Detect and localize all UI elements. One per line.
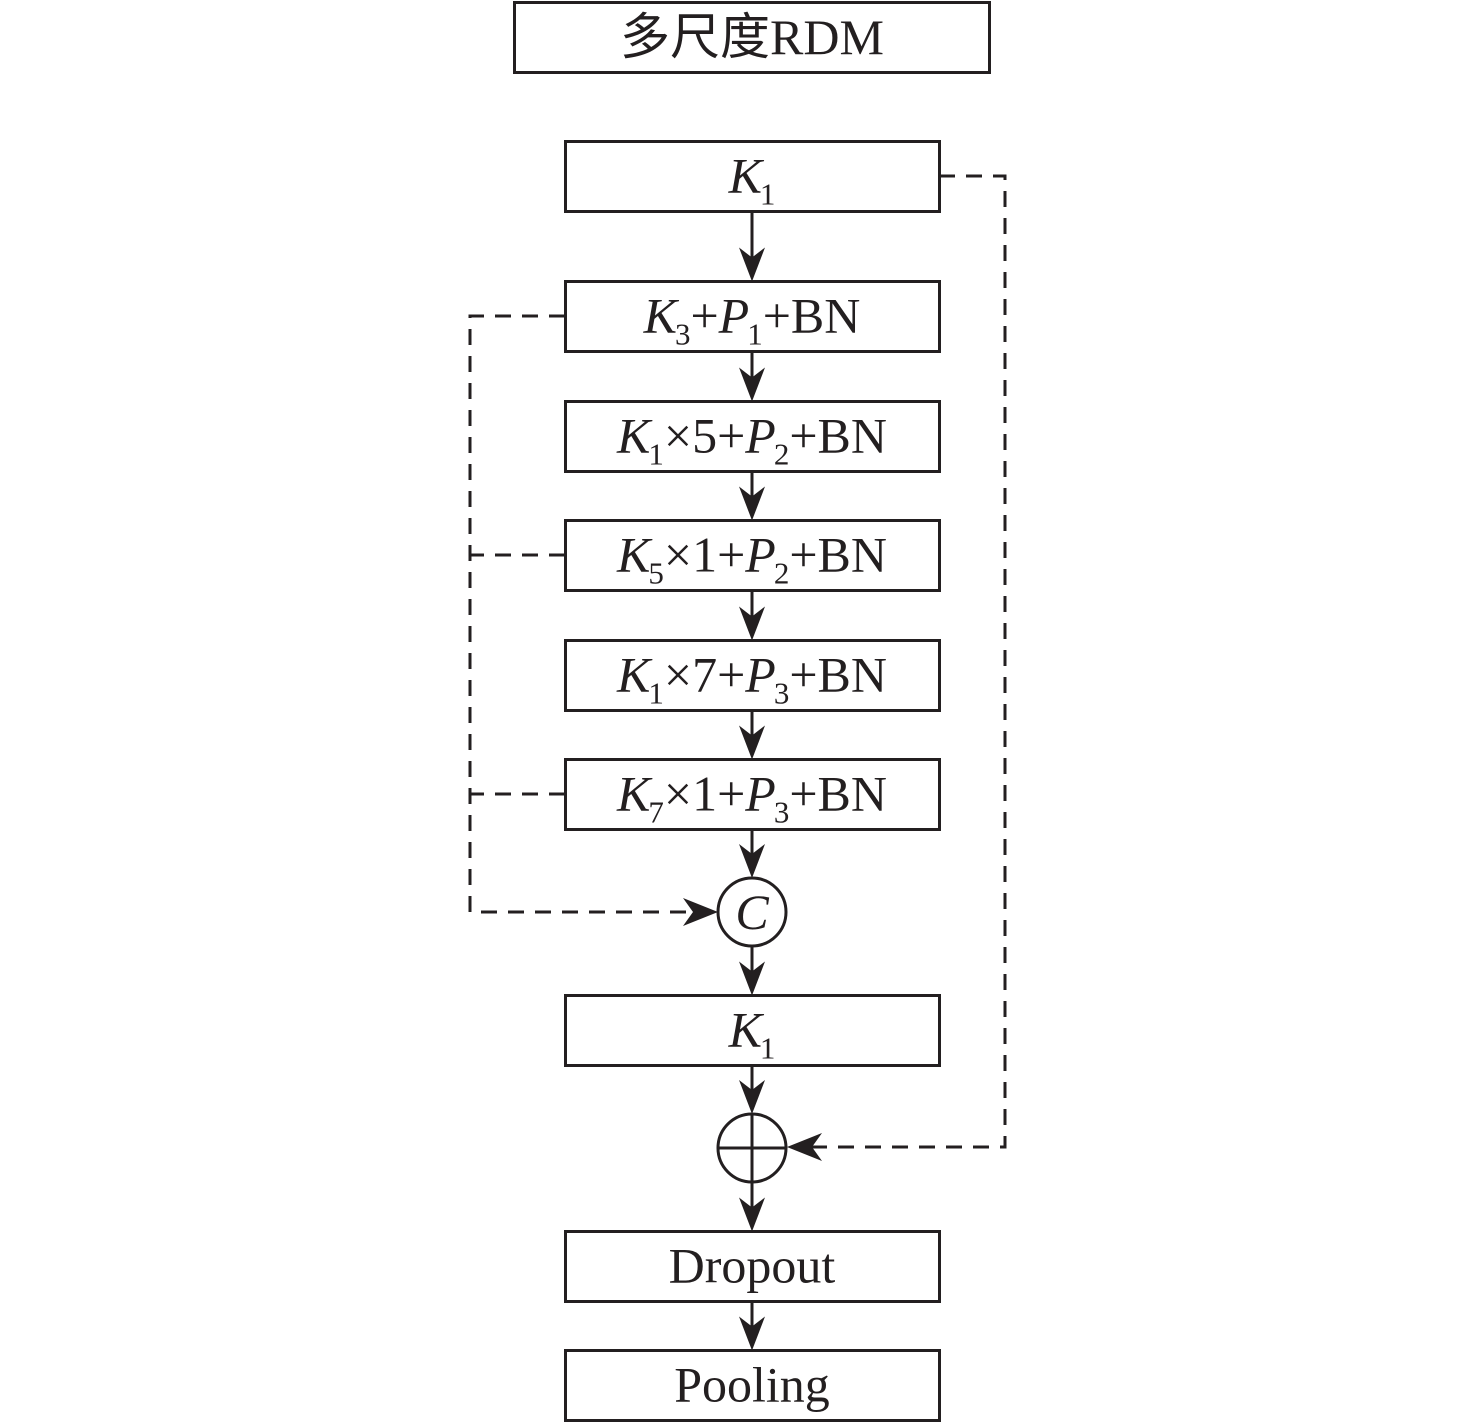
arrowhead bbox=[739, 1316, 765, 1351]
label-part: P bbox=[744, 527, 776, 583]
node-concat: C bbox=[716, 876, 788, 948]
label-part: K bbox=[616, 527, 653, 583]
arrowhead bbox=[739, 844, 765, 878]
diagram-title: 多尺度RDM bbox=[513, 1, 991, 74]
label-k1x7-p3-bn: K1×7+P3+BN bbox=[616, 647, 887, 711]
label-part: K bbox=[728, 148, 765, 204]
label-part: P bbox=[718, 288, 750, 344]
arrowhead bbox=[739, 367, 765, 402]
label-k1x5-p2-bn: K1×5+P2+BN bbox=[616, 408, 887, 472]
node-k1-bottom: K1 bbox=[564, 994, 941, 1067]
edge-k1x7-p3-bn-to-k7x1-p3-bn bbox=[739, 710, 765, 760]
label-part: 7 bbox=[648, 795, 664, 830]
label-part: + bbox=[690, 288, 718, 344]
concat-circle bbox=[716, 876, 788, 948]
label-part: K bbox=[728, 1002, 765, 1058]
title-box bbox=[513, 1, 991, 74]
edge-k1-bottom-to-add bbox=[739, 1065, 765, 1114]
box-k1x5-p2-bn bbox=[564, 400, 941, 473]
label-part: +BN bbox=[789, 766, 887, 822]
label-part: 2 bbox=[774, 556, 790, 591]
node-pooling: Pooling bbox=[564, 1349, 941, 1422]
box-k7x1-p3-bn bbox=[564, 758, 941, 831]
label-part: K bbox=[616, 408, 653, 464]
label-dropout: Dropout bbox=[669, 1238, 836, 1294]
node-k1-top: K1 bbox=[564, 140, 941, 213]
node-k1x7-p3-bn: K1×7+P3+BN bbox=[564, 639, 941, 712]
label-part: +BN bbox=[789, 408, 887, 464]
label-k1-top: K1 bbox=[728, 148, 776, 212]
arrowhead bbox=[739, 725, 765, 760]
label-part: ×7+ bbox=[664, 647, 745, 703]
label-part: 3 bbox=[774, 676, 790, 711]
node-dropout: Dropout bbox=[564, 1230, 941, 1303]
label-part: 1 bbox=[760, 1031, 776, 1066]
arrowhead bbox=[739, 606, 765, 641]
label-part: K bbox=[643, 288, 680, 344]
label-part: K bbox=[616, 647, 653, 703]
edge-k1-top-to-k3-p1-bn bbox=[739, 211, 765, 282]
label-part: 3 bbox=[774, 795, 790, 830]
box-k1-bottom bbox=[564, 994, 941, 1067]
label-part: 1 bbox=[747, 317, 763, 352]
edge-add-to-dropout bbox=[739, 1182, 765, 1232]
title-text: 多尺度RDM bbox=[620, 9, 884, 65]
arrowhead bbox=[739, 247, 765, 282]
label-part: 1 bbox=[760, 177, 776, 212]
label-part: +BN bbox=[763, 288, 861, 344]
label-k5x1-p2-bn: K5×1+P2+BN bbox=[616, 527, 887, 591]
label-part: P bbox=[744, 408, 776, 464]
nodes: K1K3+P1+BNK1×5+P2+BNK5×1+P2+BNK1×7+P3+BN… bbox=[564, 140, 941, 1422]
label-part: ×1+ bbox=[664, 527, 745, 583]
box-k3-p1-bn bbox=[564, 280, 941, 353]
edge-k3-p1-bn-to-k1x5-p2-bn bbox=[739, 351, 765, 402]
arrowhead bbox=[739, 1080, 765, 1114]
label-part: 1 bbox=[648, 676, 664, 711]
label-part: 3 bbox=[675, 317, 691, 352]
label-part: 1 bbox=[648, 437, 664, 472]
edge-k5x1-p2-bn-to-k1x7-p3-bn bbox=[739, 590, 765, 641]
arrowhead bbox=[739, 486, 765, 521]
edge-concat-to-k1-bottom bbox=[739, 946, 765, 996]
main-flow-edges bbox=[739, 211, 765, 1351]
arrowhead-into-add bbox=[787, 1133, 822, 1161]
box-pooling bbox=[564, 1349, 941, 1422]
label-part: ×5+ bbox=[664, 408, 745, 464]
node-add bbox=[716, 1112, 788, 1184]
concat-label: C bbox=[735, 884, 769, 940]
label-part: ×1+ bbox=[664, 766, 745, 822]
edge-dropout-to-pooling bbox=[739, 1301, 765, 1351]
node-k3-p1-bn: K3+P1+BN bbox=[564, 280, 941, 353]
label-k7x1-p3-bn: K7×1+P3+BN bbox=[616, 766, 887, 830]
label-part: P bbox=[744, 647, 776, 703]
label-part: 2 bbox=[774, 437, 790, 472]
label-part: +BN bbox=[789, 647, 887, 703]
box-k1-top bbox=[564, 140, 941, 213]
arrowhead bbox=[739, 1197, 765, 1232]
label-part: P bbox=[744, 766, 776, 822]
label-pooling: Pooling bbox=[674, 1357, 830, 1413]
label-k3-p1-bn: K3+P1+BN bbox=[643, 288, 861, 352]
label-part: 5 bbox=[648, 556, 664, 591]
label-part: K bbox=[616, 766, 653, 822]
label-part: +BN bbox=[789, 527, 887, 583]
box-k1x7-p3-bn bbox=[564, 639, 941, 712]
edge-k7x1-p3-bn-to-concat bbox=[739, 829, 765, 878]
box-dropout bbox=[564, 1230, 941, 1303]
label-part: Dropout bbox=[669, 1238, 836, 1294]
box-k5x1-p2-bn bbox=[564, 519, 941, 592]
arrowhead-into-concat bbox=[683, 898, 718, 926]
node-k5x1-p2-bn: K5×1+P2+BN bbox=[564, 519, 941, 592]
arrowhead bbox=[739, 961, 765, 996]
dashed-edge-k1-to-add bbox=[810, 174, 1007, 1149]
node-k1x5-p2-bn: K1×5+P2+BN bbox=[564, 400, 941, 473]
dashed-edge-k3-to-concat bbox=[468, 314, 695, 914]
node-k7x1-p3-bn: K7×1+P3+BN bbox=[564, 758, 941, 831]
label-k1-bottom: K1 bbox=[728, 1002, 776, 1066]
edge-k1x5-p2-bn-to-k5x1-p2-bn bbox=[739, 471, 765, 521]
skip-connections bbox=[468, 174, 1007, 1161]
label-part: Pooling bbox=[674, 1357, 830, 1413]
